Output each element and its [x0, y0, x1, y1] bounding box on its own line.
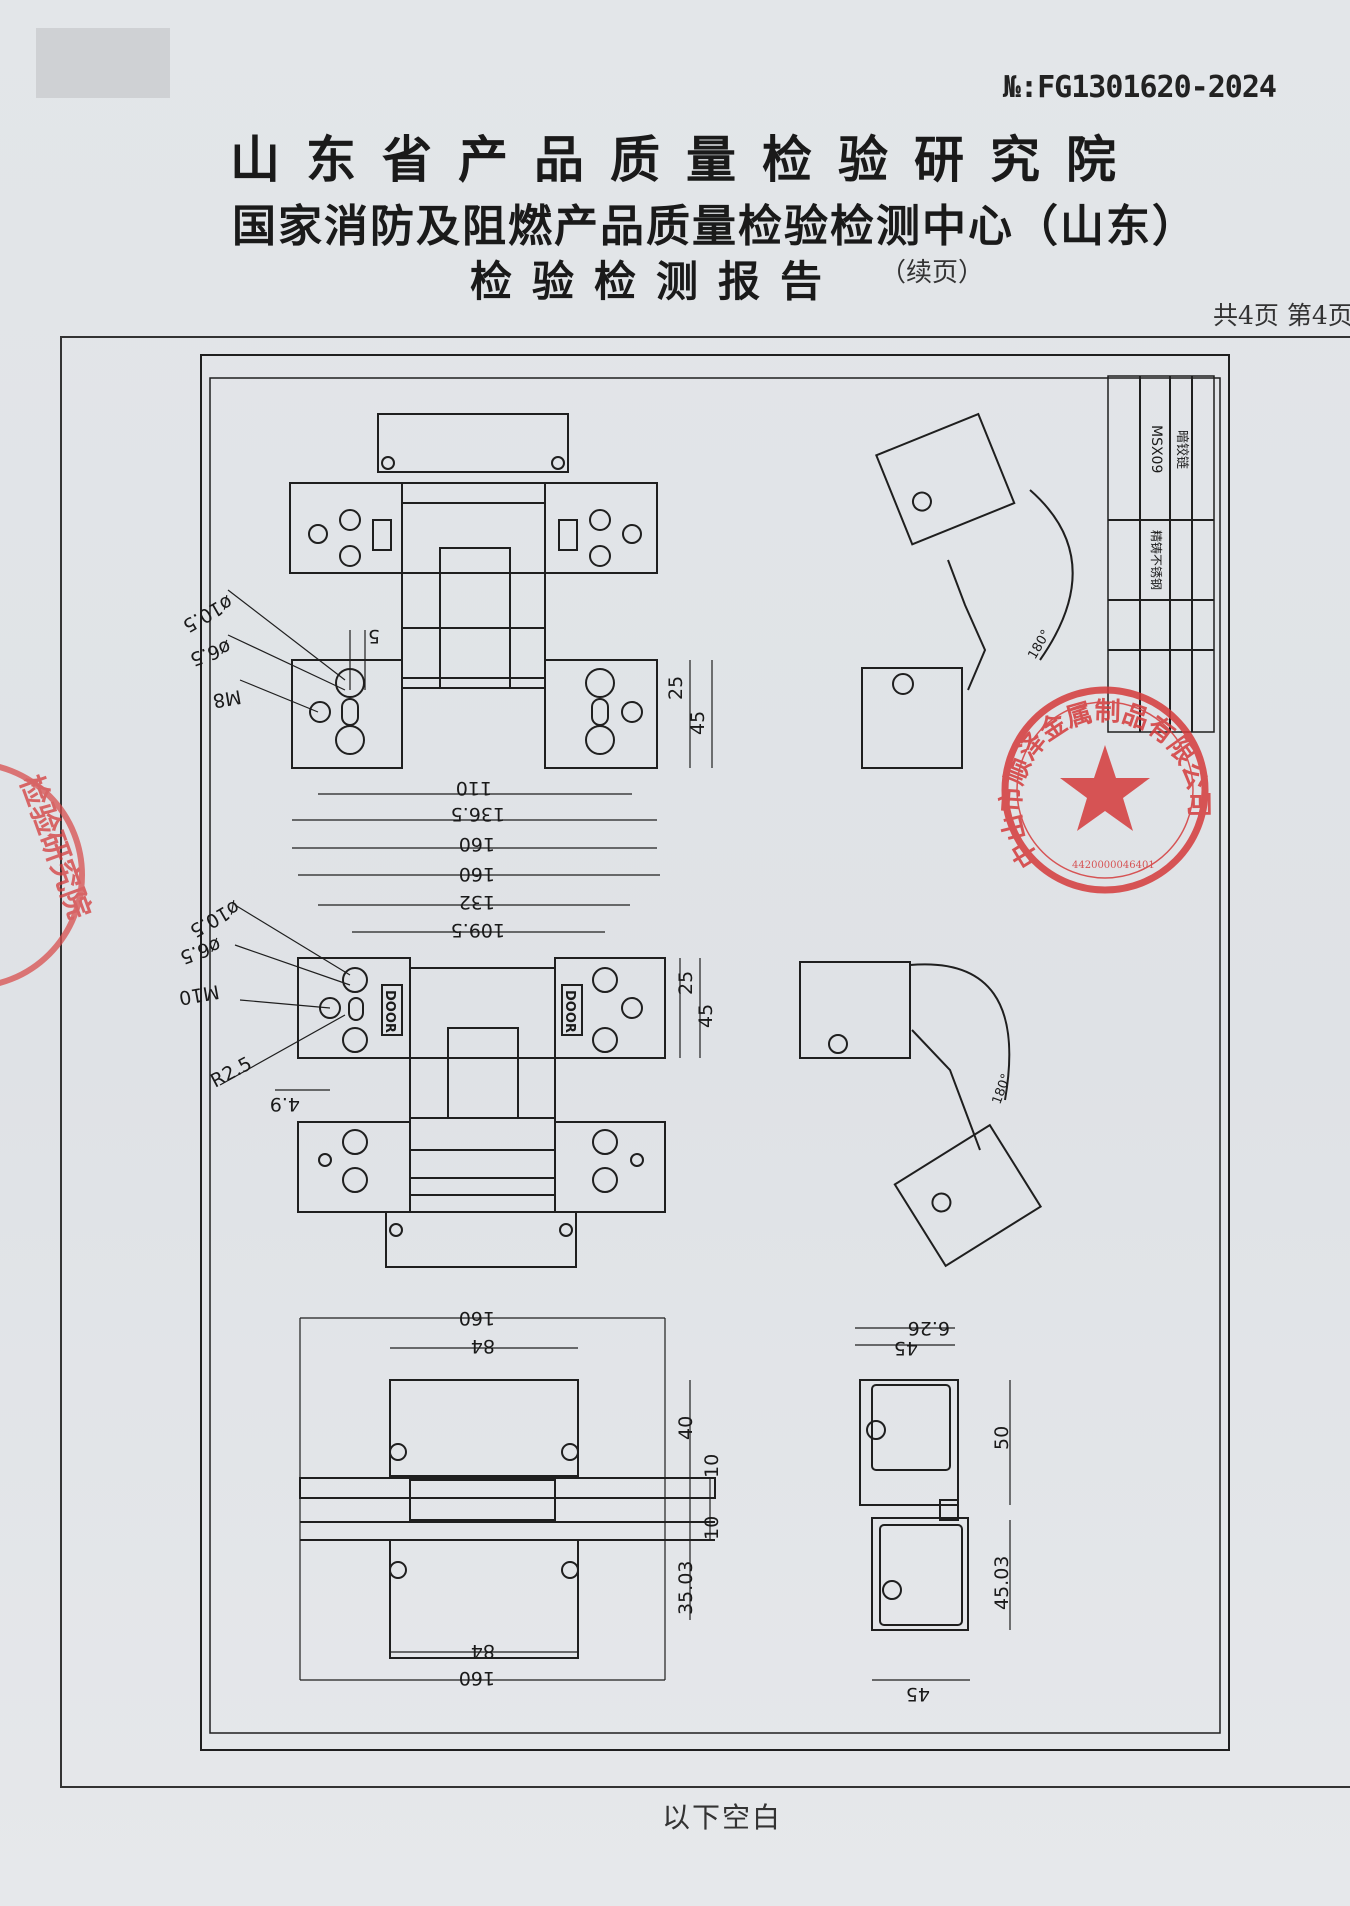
- dim-top-3: 5: [368, 625, 380, 647]
- institute-title: 山东省产品质量检验研究院: [230, 130, 1142, 189]
- dim-bottom-3: 10: [701, 1454, 723, 1478]
- blank-below-note: 以下空白: [662, 1801, 783, 1834]
- report-title: 检验检测报告: [470, 257, 843, 306]
- dim-top-7: 136.5: [451, 803, 505, 825]
- dim-mid-0: 160: [459, 863, 495, 885]
- dim-top-5: 45: [687, 711, 709, 735]
- seal-number: 4420000046401: [1072, 860, 1155, 871]
- dim-mid-6: R2.5: [207, 1053, 256, 1093]
- dim-bottom-2: 40: [675, 1416, 697, 1440]
- report-number: №:FG1301620-2024: [1003, 70, 1277, 105]
- dim-top-8: 160: [459, 833, 495, 855]
- dim-mid-8: 25: [675, 971, 697, 995]
- redacted-block: [36, 28, 170, 98]
- page-info: 共4页 第4页: [1213, 301, 1350, 330]
- dim-top-0: ø10.5: [179, 591, 237, 637]
- center-title: 国家消防及阻燃产品质量检验检测中心（山东）: [232, 201, 1198, 252]
- dim-side-3: 45.03: [991, 1556, 1013, 1610]
- dim-bottom-1: 84: [471, 1335, 495, 1357]
- dim-mid-1: 132: [459, 891, 495, 913]
- drawing-frame: [60, 336, 1350, 1788]
- company-seal: 中山市顺泽金属制品有限公司 4420000046401: [995, 686, 1213, 894]
- report-title-suffix: （续页）: [880, 258, 985, 288]
- dim-mid-5: M10: [177, 980, 221, 1009]
- dim-side-0: 6.26: [908, 1317, 950, 1339]
- title-block-model: MSX09: [1148, 425, 1164, 473]
- dim-bottom-5: 35.03: [675, 1561, 697, 1615]
- dim-bottom-0: 160: [459, 1307, 495, 1329]
- title-block-name: 暗铰链: [1174, 430, 1189, 469]
- dim-mid-9: 45: [695, 1004, 717, 1028]
- dim-side-2: 50: [991, 1426, 1013, 1450]
- dim-mid-7: 4.9: [270, 1093, 300, 1115]
- dim-bottom-4: 10: [701, 1516, 723, 1540]
- dim-top-4: 25: [665, 676, 687, 700]
- dim-bottom-7: 160: [459, 1667, 495, 1689]
- door-label-left: DOOR: [382, 990, 397, 1033]
- angle-label-mid: 180°: [990, 1072, 1015, 1107]
- door-label-right: DOOR: [562, 990, 577, 1033]
- dim-top-2: M8: [211, 685, 243, 712]
- title-block-material: 精铸不锈钢: [1149, 530, 1164, 590]
- left-seal-text: 检验研究院: [12, 771, 96, 924]
- dim-top-6: 110: [456, 777, 492, 799]
- dim-bottom-6: 84: [471, 1640, 495, 1662]
- dim-side-4: 45: [906, 1683, 930, 1705]
- dim-mid-2: 109.5: [451, 919, 505, 941]
- inspection-seal-partial: 检验研究院: [0, 763, 97, 987]
- dim-side-1: 45: [894, 1337, 918, 1359]
